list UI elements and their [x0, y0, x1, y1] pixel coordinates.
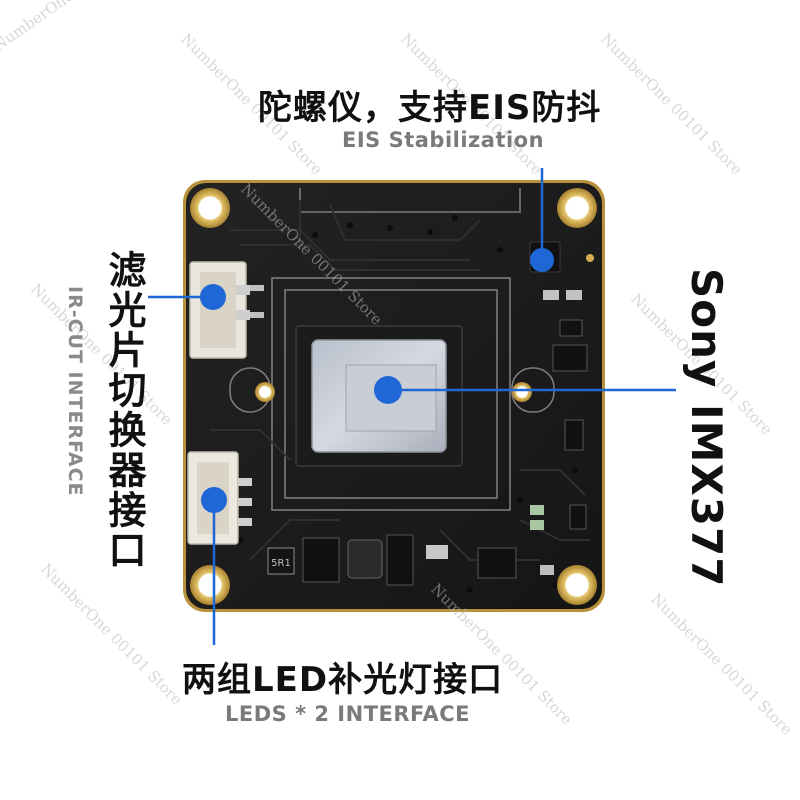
sensor-callout-dot	[374, 376, 402, 404]
mounting-holes	[190, 188, 597, 605]
gyro-callout-dot	[530, 248, 554, 272]
leds-callout-dot	[201, 487, 227, 513]
bottom-components: 5R1	[267, 534, 448, 586]
leds-label-en: LEDS * 2 INTERFACE	[225, 702, 470, 726]
smd-components	[477, 290, 588, 579]
gyro-label-zh: 陀螺仪，支持EIS防抖	[258, 88, 602, 128]
ircut-connector	[189, 261, 264, 359]
ircut-label-en: IR-CUT INTERFACE	[64, 286, 86, 497]
sensor-label: Sony IMX377	[682, 268, 731, 588]
component-marking-text: 5R1	[271, 558, 291, 569]
ircut-callout-dot	[200, 284, 226, 310]
gyro-label-en: EIS Stabilization	[342, 128, 545, 152]
pcb-traces	[210, 200, 590, 561]
ircut-label-zh: 滤光片切换器接口	[102, 250, 146, 570]
pcb-vias	[237, 215, 578, 593]
leds-label-zh: 两组LED补光灯接口	[182, 660, 504, 700]
